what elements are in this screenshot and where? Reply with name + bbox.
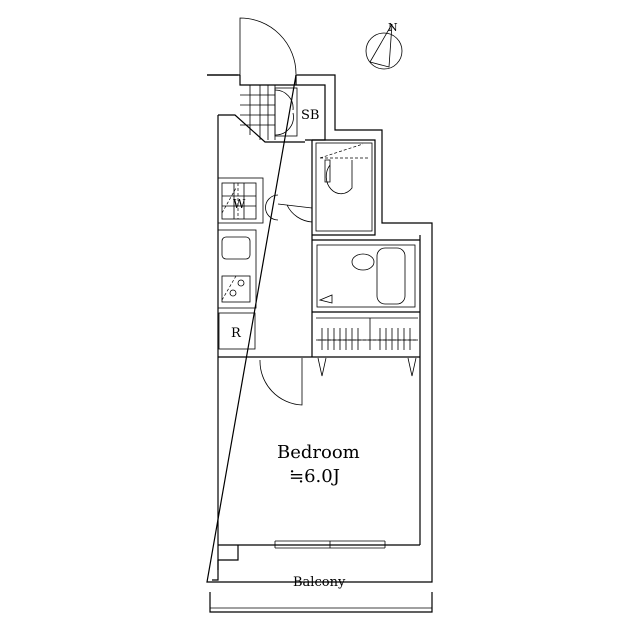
bathroom: [316, 244, 416, 308]
compass: N: [365, 21, 403, 70]
bedroom-label: Bedroom: [277, 442, 360, 463]
washer-space: W: [217, 177, 264, 224]
washer-label: W: [233, 197, 246, 211]
compass-circle-icon: [365, 32, 403, 70]
bedroom-size-label: ≒6.0J: [289, 466, 340, 487]
refrigerator-label: R: [231, 326, 242, 341]
genkan-tile-floor: [240, 84, 276, 140]
balcony-window[interactable]: [274, 540, 386, 549]
toilet-room: [265, 142, 373, 232]
compass-north-label: N: [388, 21, 398, 34]
shoe-box[interactable]: SB: [274, 87, 319, 137]
bathtub-icon: [376, 247, 406, 305]
balcony: Balcony: [209, 575, 433, 613]
stove-icon: [221, 275, 251, 303]
toilet-door: [265, 194, 313, 223]
bedroom-door[interactable]: [259, 358, 303, 406]
refrigerator-space: R: [218, 312, 256, 350]
compass-arrow-icon: [369, 23, 393, 68]
sink-icon: [221, 236, 251, 260]
entrance-door[interactable]: [239, 17, 297, 75]
kitchen-counter: [217, 229, 257, 309]
closet[interactable]: [316, 317, 418, 377]
basin-icon: [351, 253, 375, 271]
balcony-label: Balcony: [293, 575, 346, 590]
shoe-box-label: SB: [301, 108, 319, 123]
bedroom: Bedroom ≒6.0J: [277, 442, 360, 487]
